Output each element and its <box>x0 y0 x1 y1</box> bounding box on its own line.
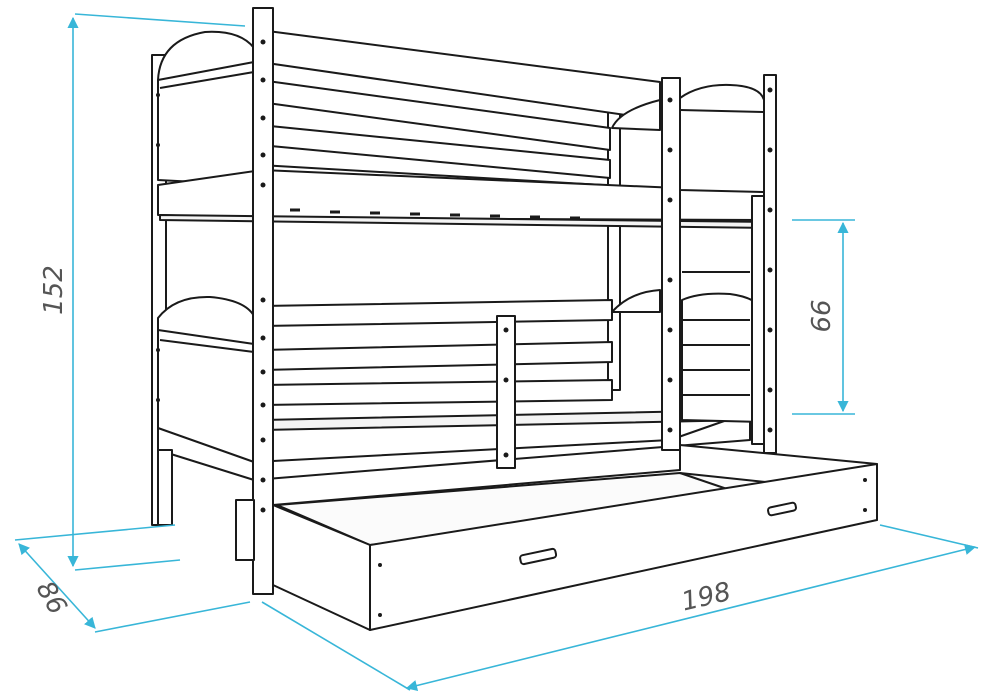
headboard-upper-left <box>157 30 255 186</box>
ladder-rail-right <box>763 74 777 454</box>
post-front-right <box>661 77 681 451</box>
dimension-lines <box>14 13 979 692</box>
label-length: 198 <box>679 577 734 617</box>
label-depth: 86 <box>30 576 73 620</box>
label-height-guard: 66 <box>807 299 837 332</box>
storage-drawer <box>272 444 878 631</box>
lower-guard-post <box>496 315 516 469</box>
dim-line-length <box>405 543 977 692</box>
label-height-total: 152 <box>39 265 69 315</box>
dim-line-depth <box>18 543 96 629</box>
ladder-rail-left <box>751 195 765 445</box>
bunk-bed <box>151 7 878 631</box>
headboard-upper-right <box>679 83 765 193</box>
drawer-handle-right <box>767 501 797 517</box>
